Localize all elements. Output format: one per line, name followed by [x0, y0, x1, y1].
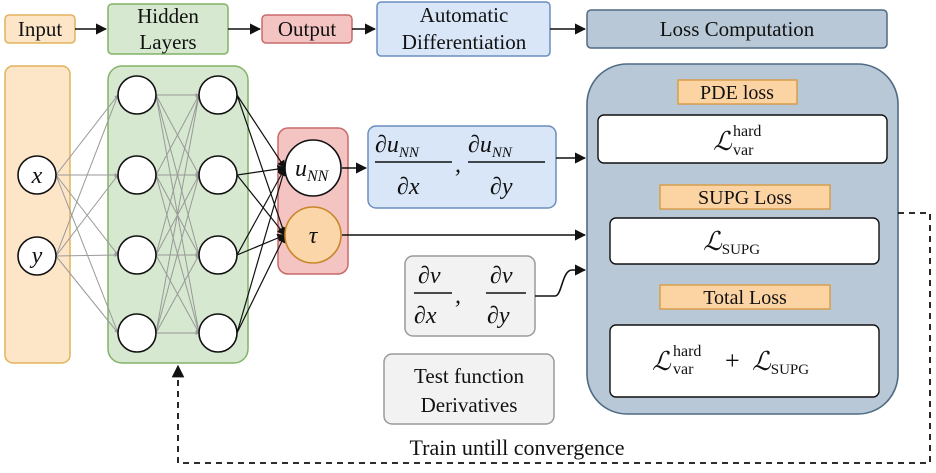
edge-hidden2-output — [236, 167, 286, 256]
legend-input-label: Input — [18, 17, 62, 41]
supg-loss-label: SUPG Loss — [698, 187, 792, 209]
edge-hidden2-output — [236, 174, 286, 236]
svg-text:hard: hard — [733, 123, 761, 140]
svg-text:Test function: Test function — [414, 364, 524, 388]
train-until-convergence-label: Train untill convergence — [409, 435, 624, 460]
svg-text:ℒ: ℒ — [652, 347, 672, 376]
test-function-label-box: Test function Derivatives — [383, 353, 555, 425]
svg-text:+: + — [725, 346, 740, 375]
legend-loss-box — [586, 9, 888, 49]
edge-hidden1-hidden2 — [155, 94, 200, 256]
total-loss-label: Total Loss — [703, 287, 787, 309]
total-loss-label-box — [659, 284, 831, 310]
svg-text:∂x: ∂x — [414, 303, 437, 329]
hidden-node-layer1 — [117, 235, 157, 275]
svg-text:∂y: ∂y — [487, 303, 510, 329]
hidden-node-layer1 — [117, 155, 157, 195]
hidden-node-layer2 — [198, 313, 238, 353]
svg-text:var: var — [673, 361, 694, 378]
edge-hidden2-output — [236, 94, 287, 236]
svg-text:hard: hard — [673, 343, 701, 360]
edge-hidden1-hidden2 — [155, 94, 201, 334]
svg-text:var: var — [733, 142, 754, 159]
legend-autodiff-label-2: Differentiation — [402, 30, 527, 54]
edge-input-hidden1 — [55, 174, 119, 334]
legend-row: Input Hidden Layers Output Automatic Dif… — [4, 1, 888, 57]
legend-hidden-label-1: Hidden — [137, 4, 199, 28]
svg-text:∂uNN: ∂uNN — [375, 132, 420, 161]
legend-loss-label: Loss Computation — [660, 17, 815, 41]
output-node-u: uNN — [284, 139, 342, 197]
pde-loss-label-box — [677, 79, 798, 105]
edge-hidden1-hidden2 — [155, 94, 200, 176]
input-node-y: y — [17, 236, 57, 276]
pde-loss-term-box — [597, 114, 888, 164]
svg-text:Derivatives: Derivatives — [421, 393, 518, 417]
hidden-node-layer1 — [117, 75, 157, 115]
edge-input-hidden1 — [55, 94, 119, 257]
edge-input-hidden1 — [55, 174, 119, 257]
svg-text:x: x — [31, 163, 43, 189]
svg-text:τ: τ — [309, 223, 319, 249]
svg-text:ℒSUPG: ℒSUPG — [703, 227, 760, 258]
svg-text:∂y: ∂y — [490, 174, 513, 200]
legend-hidden-label-2: Layers — [139, 30, 196, 54]
edge-hidden2-output — [236, 94, 286, 169]
svg-text:y: y — [30, 243, 43, 269]
supg-loss-term-box — [609, 217, 880, 265]
svg-text:∂uNN: ∂uNN — [468, 132, 513, 161]
hidden-node-layer2 — [198, 235, 238, 275]
nn-derivatives-box: ∂uNN ∂x , ∂uNN ∂y — [367, 125, 557, 209]
svg-text:ℒSUPG: ℒSUPG — [752, 347, 809, 378]
edge-input-hidden1 — [55, 253, 119, 258]
svg-text:∂v: ∂v — [490, 263, 513, 289]
input-layer-panel — [4, 65, 71, 364]
total-loss-term-box — [609, 324, 880, 398]
edge-hidden1-hidden2 — [155, 254, 200, 334]
edge-input-hidden1 — [55, 94, 119, 176]
supg-loss-label-box — [659, 184, 831, 210]
edge-hidden2-output — [236, 164, 286, 176]
output-node-tau: τ — [284, 206, 342, 264]
hidden-node-layer2 — [198, 155, 238, 195]
legend-autodiff-label-1: Automatic — [420, 3, 509, 27]
svg-text:∂v: ∂v — [418, 263, 441, 289]
svg-text:,: , — [455, 283, 461, 309]
loss-panel: PDE loss ℒ hard var SUPG Loss ℒSUPG Tota… — [586, 63, 899, 415]
hidden-nodes — [117, 75, 238, 353]
arrow-test-derivatives-to-loss — [535, 264, 587, 297]
edge-hidden2-output — [236, 234, 286, 334]
edge-input-hidden1 — [55, 255, 119, 334]
pde-loss-label: PDE loss — [700, 82, 774, 104]
test-derivatives-box: v ∂v ∂x , ∂v ∂y — [404, 255, 536, 337]
svg-text:∂x: ∂x — [397, 174, 420, 200]
svg-text:uNN: uNN — [295, 156, 330, 185]
edge-hidden2-output — [236, 167, 287, 334]
input-node-x: x — [17, 155, 57, 195]
edge-hidden2-output — [236, 234, 286, 256]
hidden-node-layer2 — [198, 75, 238, 115]
legend-output-label: Output — [278, 17, 337, 41]
edge-hidden1-hidden2 — [155, 174, 200, 334]
network-edges — [55, 93, 287, 335]
svg-text:,: , — [455, 152, 461, 178]
svg-text:ℒ: ℒ — [713, 127, 733, 156]
hidden-node-layer1 — [117, 313, 157, 353]
